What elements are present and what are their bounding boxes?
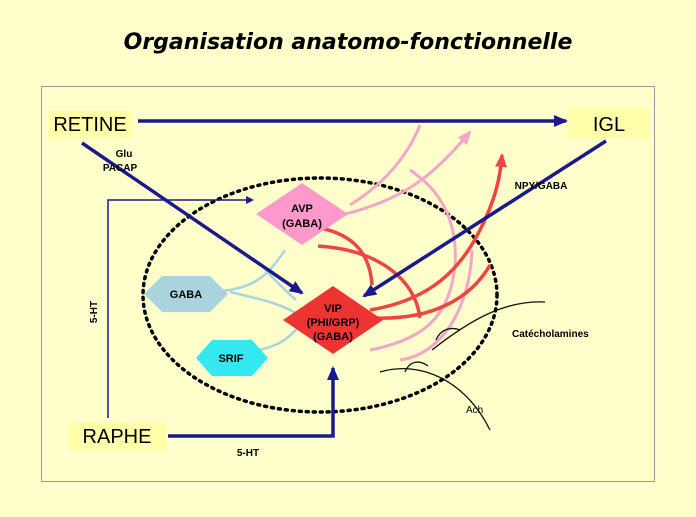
ach-label: Ach (466, 405, 483, 416)
srif-label: SRIF (218, 353, 243, 365)
catecholamines-label: Catécholamines (512, 329, 589, 340)
5ht-vertical-label: 5-HT (89, 301, 100, 323)
arrow-igl-vip (362, 139, 607, 298)
vip-label-3: (GABA) (313, 331, 353, 343)
igl-label: IGL (593, 114, 625, 136)
arrow-retine-vip (81, 141, 304, 295)
srif-node (196, 340, 268, 376)
gaba-node (144, 276, 228, 312)
vip-fibers (317, 153, 508, 320)
avp-node (256, 183, 348, 245)
retine-box (48, 110, 132, 138)
retine-label: RETINE (53, 114, 126, 136)
avp-label-2: (GABA) (282, 218, 322, 230)
gaba-label: GABA (170, 289, 202, 301)
diagram-frame (41, 86, 655, 482)
igl-box (568, 108, 650, 138)
vip-label-2: (PHI/GRP) (307, 317, 360, 329)
vip-label-1: VIP (324, 303, 342, 315)
5ht-bottom-label: 5-HT (237, 448, 259, 459)
raphe-box (68, 422, 166, 450)
avp-label-1: AVP (291, 203, 313, 215)
arrow-raphe-avp (107, 196, 254, 418)
scn-boundary (141, 176, 499, 414)
glu-label: Glu (116, 149, 133, 160)
afferent-fibers (379, 301, 546, 431)
diagram-title: Organisation anatomo-fonctionnelle (123, 30, 573, 55)
raphe-label: RAPHE (83, 426, 152, 448)
pacap-label: PACAP (103, 163, 138, 174)
arrow-raphe-vip (168, 366, 339, 438)
npy-gaba-label: NPY/GABA (515, 181, 568, 192)
vip-node (283, 286, 383, 354)
